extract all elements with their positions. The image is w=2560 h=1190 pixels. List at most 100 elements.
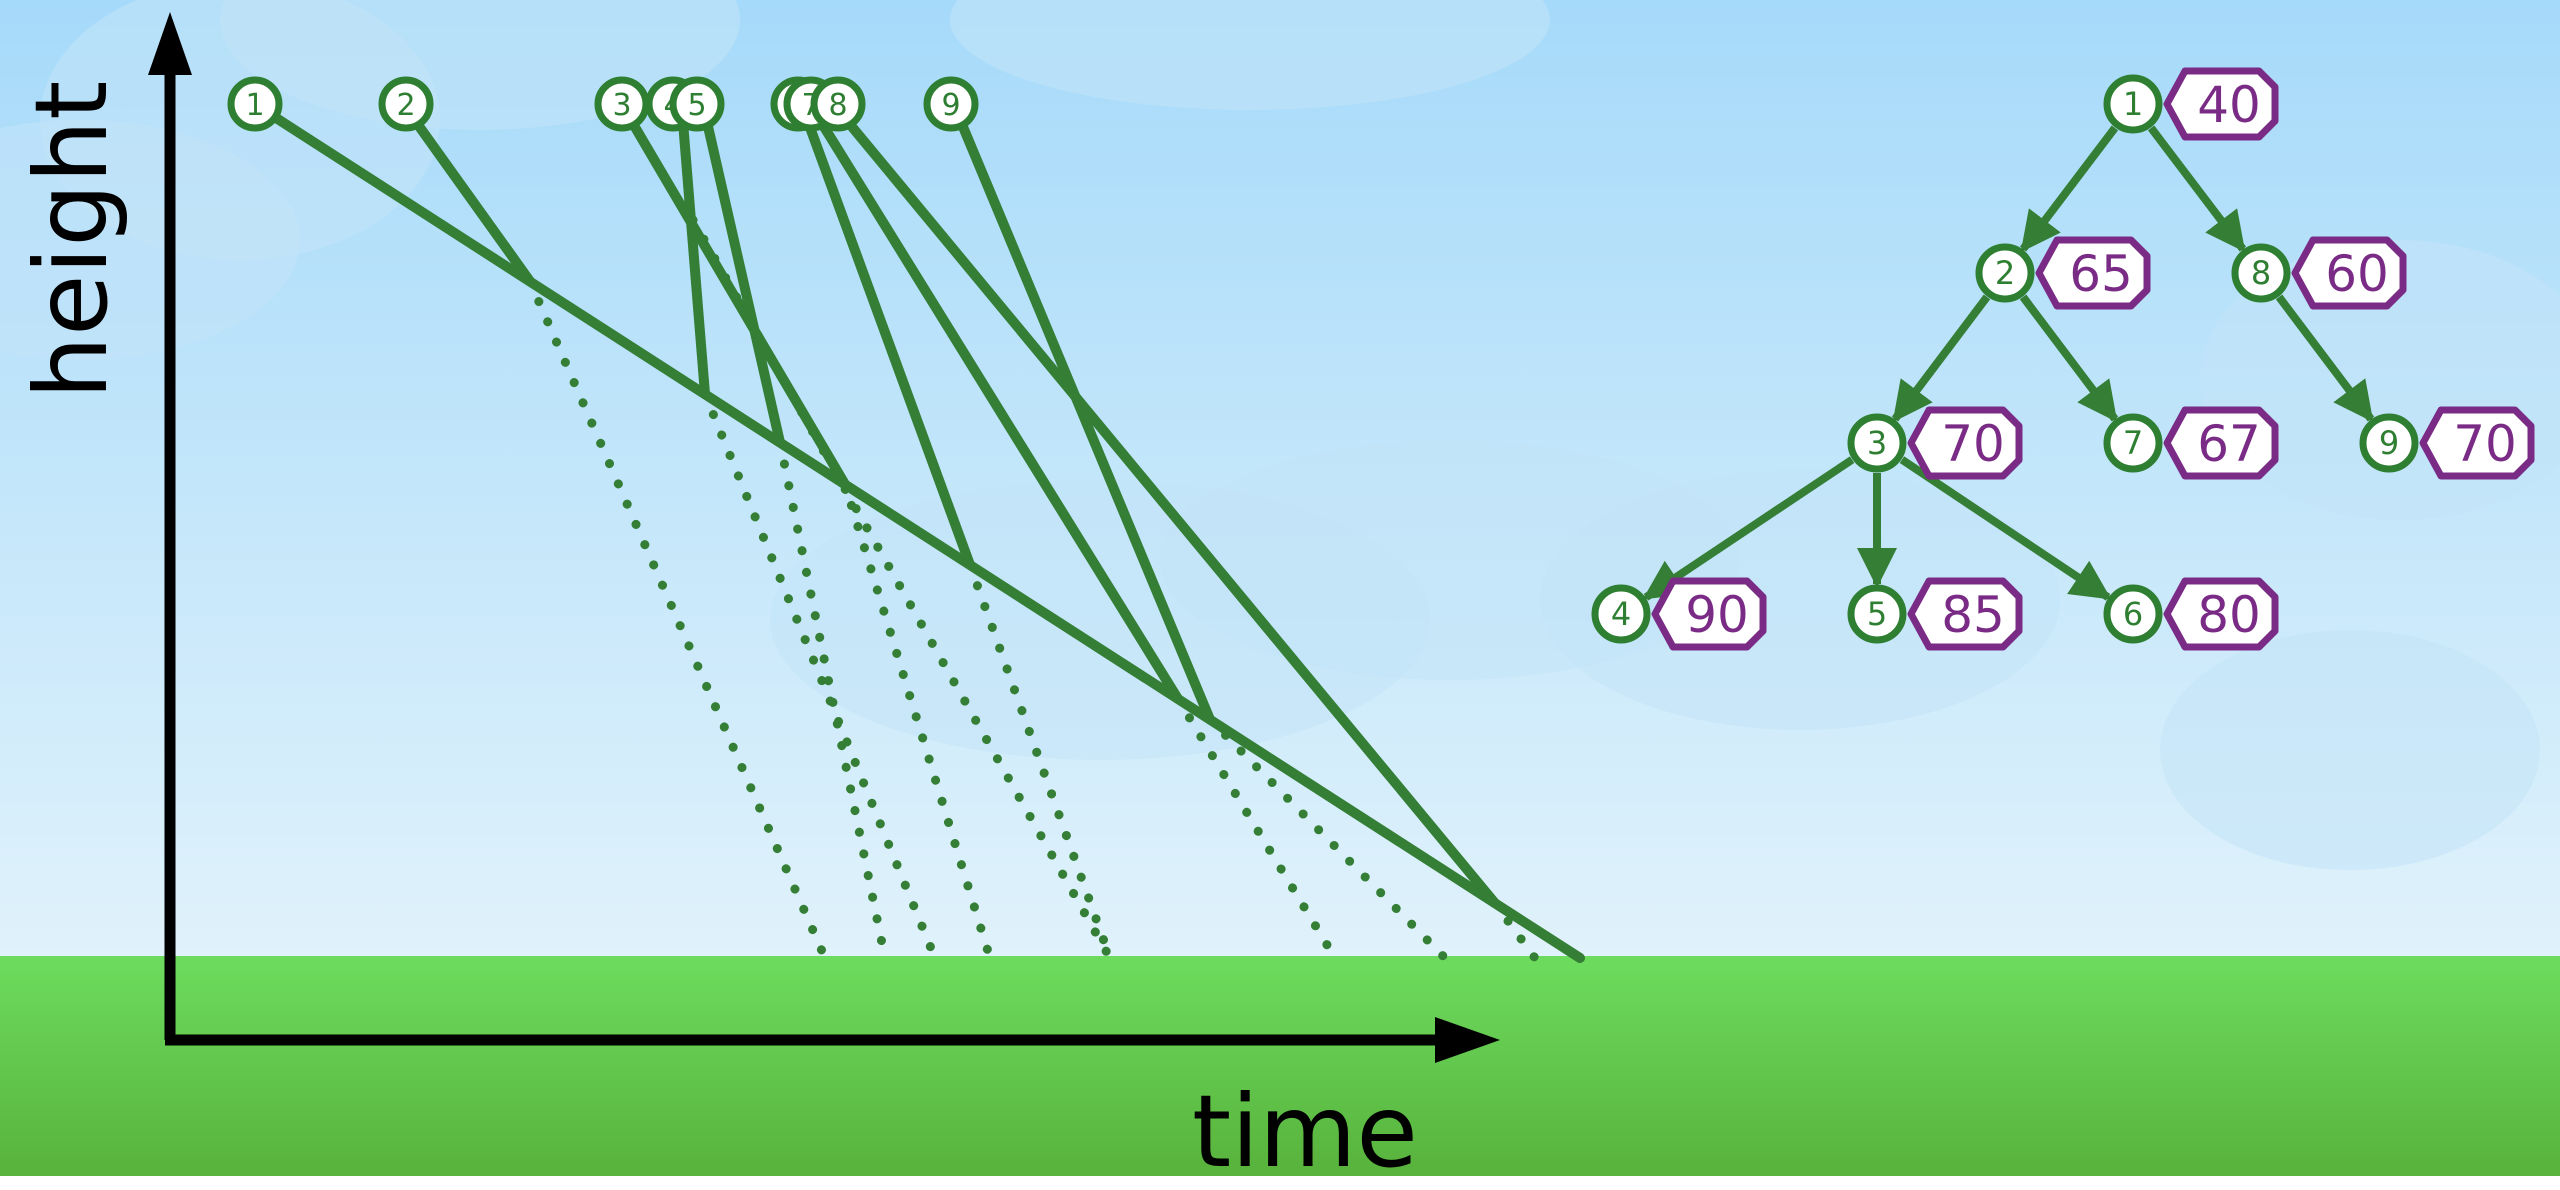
tree-node-label: 8 <box>2251 254 2271 292</box>
tree-edge-1-2 <box>2019 125 2119 253</box>
tree-node-label: 6 <box>2123 595 2143 633</box>
tree-node-value-tag <box>2419 406 2535 480</box>
tree-node-value: 85 <box>1941 586 2005 644</box>
tree-edge-8-9 <box>2275 294 2375 423</box>
tree-node-label: 7 <box>2123 424 2143 462</box>
fall-path-dotted-4 <box>700 389 940 963</box>
tree-node-label: 9 <box>2379 424 2399 462</box>
tree-node-circle <box>2231 243 2291 303</box>
timeline-node-5: 5 <box>669 76 725 132</box>
cloud-2 <box>0 120 300 360</box>
fall-path-5 <box>702 117 785 448</box>
ground <box>0 956 2560 1176</box>
tree-nodes: 40 1 65 2 60 8 70 3 67 7 70 9 90 4 85 5 80 6 <box>1591 67 2535 651</box>
timeline-node-label: 9 <box>941 88 960 123</box>
fall-path-6 <box>803 117 975 570</box>
tree-node-value-tag <box>2163 406 2279 480</box>
tree-node-value: 90 <box>1685 586 1749 644</box>
tree-node-value-tag <box>2163 577 2279 651</box>
tree-node-5: 85 5 <box>1847 577 2023 651</box>
timeline-node-2: 2 <box>378 76 434 132</box>
timeline-node-3: 3 <box>594 76 650 132</box>
tree-node-value: 65 <box>2069 245 2133 303</box>
tree-node-value-tag <box>1907 577 2023 651</box>
fall-path-dotted-2 <box>525 276 830 963</box>
x-axis-arrow-icon <box>1435 1017 1500 1063</box>
tree-node-value-tag <box>2163 67 2279 141</box>
tree-edge-1-8 <box>2147 125 2247 253</box>
tree-node-circle <box>1975 243 2035 303</box>
tree-edge-2-3 <box>1891 294 1991 423</box>
tree-edge-3-6 <box>1899 456 2112 601</box>
tree-node-value-tag <box>2035 236 2151 310</box>
fall-paths-dotted <box>525 215 1540 963</box>
tree-node-4: 90 4 <box>1591 577 1767 651</box>
timeline-node-circle <box>810 76 866 132</box>
tree-node-circle <box>1847 584 1907 644</box>
tree-node-label: 3 <box>1867 424 1887 462</box>
tree-node-6: 80 6 <box>2103 577 2279 651</box>
fall-path-dotted-6 <box>965 560 1115 963</box>
fall-paths-solid <box>268 111 1585 963</box>
tree-node-value-tag <box>2291 236 2407 310</box>
tree-node-value: 70 <box>1941 415 2005 473</box>
tree-node-value: 80 <box>2197 586 2261 644</box>
timeline-nodes: 123456789 <box>227 76 979 132</box>
fall-path-9 <box>956 117 1215 725</box>
timeline-node-circle <box>923 76 979 132</box>
timeline-node-label: 5 <box>687 88 706 123</box>
tree-node-1: 40 1 <box>2103 67 2279 141</box>
timeline-node-label: 1 <box>245 88 264 123</box>
timeline-node-label: 2 <box>396 88 415 123</box>
tree-edge-2-7 <box>2019 294 2119 423</box>
timeline-node-9: 9 <box>923 76 979 132</box>
tree-node-label: 5 <box>1867 595 1887 633</box>
cloud-8 <box>2160 630 2540 870</box>
tree-node-circle <box>2359 413 2419 473</box>
tree-edges <box>1642 125 2375 601</box>
tree-node-7: 67 7 <box>2103 406 2279 480</box>
tree-node-circle <box>1591 584 1651 644</box>
x-axis-label: time <box>1192 1073 1418 1190</box>
tree-node-8: 60 8 <box>2231 236 2407 310</box>
tree-node-value: 60 <box>2325 245 2389 303</box>
tree-node-circle <box>2103 413 2163 473</box>
tree-edge-3-4 <box>1642 456 1855 601</box>
tree-node-circle <box>2103 584 2163 644</box>
tree-node-value: 40 <box>2197 76 2261 134</box>
tree-node-label: 4 <box>1611 595 1631 633</box>
fall-path-1 <box>268 111 1585 963</box>
fall-path-dotted-5 <box>775 437 890 963</box>
tree-node-3: 70 3 <box>1847 406 2023 480</box>
timeline-node-label: 8 <box>828 88 847 123</box>
tree-node-circle <box>2103 74 2163 134</box>
timeline-node-circle <box>669 76 725 132</box>
timeline-node-circle <box>378 76 434 132</box>
fall-path-2 <box>411 117 535 287</box>
fall-path-3 <box>627 117 850 490</box>
tree-node-circle <box>1847 413 1907 473</box>
timeline-node-label: 3 <box>612 88 631 123</box>
tree-node-label: 1 <box>2123 85 2143 123</box>
y-axis-arrow-icon <box>148 12 192 75</box>
timeline-node-circle <box>227 76 283 132</box>
tree-node-2: 65 2 <box>1975 236 2151 310</box>
fall-path-8 <box>843 117 1500 909</box>
tree-node-value: 70 <box>2453 415 2517 473</box>
tree-node-9: 70 9 <box>2359 406 2535 480</box>
fall-path-7 <box>816 117 1183 704</box>
tree-node-label: 2 <box>1995 254 2015 292</box>
timeline-node-8: 8 <box>810 76 866 132</box>
fall-path-dotted-7 <box>1173 694 1340 963</box>
fall-path-dotted-extra <box>688 215 1115 963</box>
y-axis-label: height <box>13 80 130 400</box>
cloud-9 <box>1540 470 2060 730</box>
axes <box>148 12 1500 1063</box>
fall-path-4 <box>678 117 710 400</box>
tree-node-value: 67 <box>2197 415 2261 473</box>
tree-node-value-tag <box>1651 577 1767 651</box>
timeline-node-1: 1 <box>227 76 283 132</box>
cloud-4 <box>950 0 1550 110</box>
